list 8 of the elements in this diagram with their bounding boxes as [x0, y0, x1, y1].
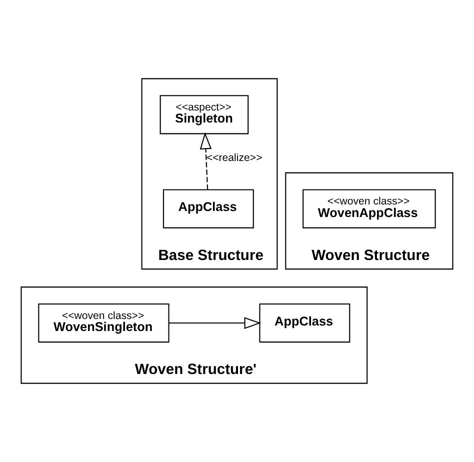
- node-box: <<woven class>> WovenSingleton: [38, 303, 170, 343]
- node-box: <<aspect>> Singleton: [160, 95, 249, 134]
- node-box: <<woven class>> WovenAppClass: [302, 189, 436, 228]
- node-box: AppClass: [259, 303, 350, 343]
- arrow: [168, 317, 262, 329]
- edge-label: <<realize>>: [206, 152, 262, 164]
- node-box: AppClass: [162, 189, 254, 228]
- arrow: [200, 132, 212, 190]
